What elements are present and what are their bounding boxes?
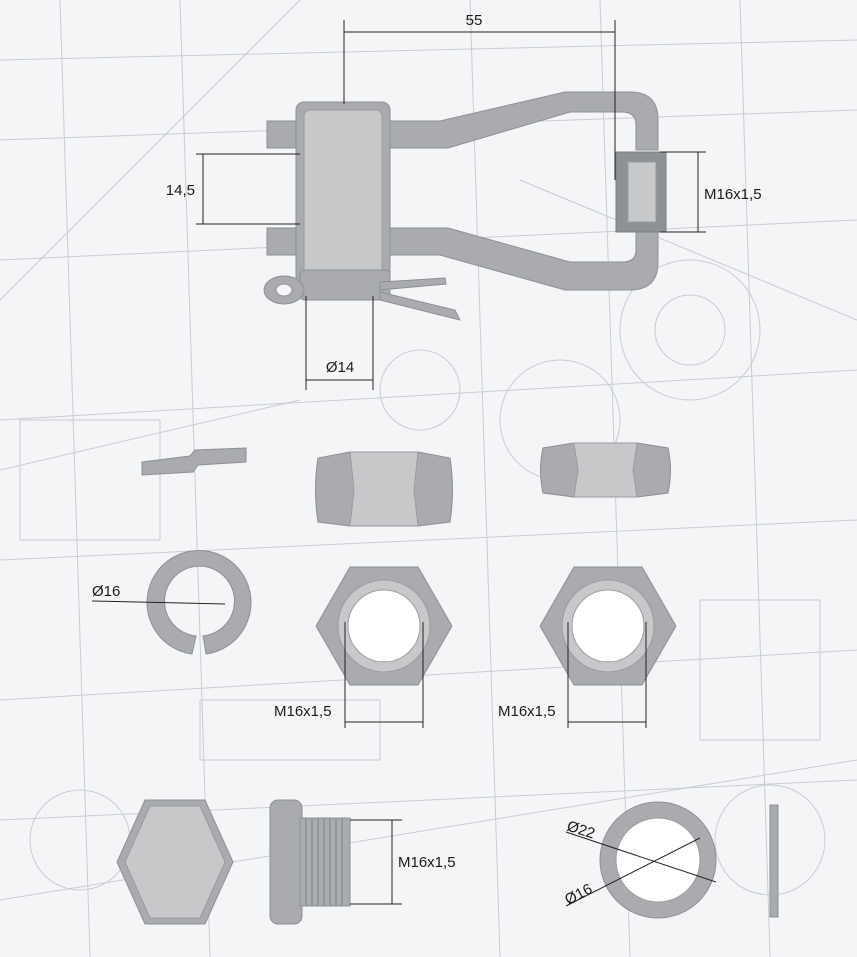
dim-label-nut2-thread: M16x1,5 — [498, 703, 556, 720]
hex-coupling-long — [315, 451, 453, 527]
clevis-boss-face — [627, 161, 657, 223]
dimension-gap-14-5: 14,5 — [166, 153, 300, 225]
dimension-pin-diameter: Ø14 — [305, 296, 374, 390]
split-ring — [146, 550, 252, 655]
hex-nut-2 — [539, 566, 677, 686]
dim-label-washer-inner: Ø16 — [562, 881, 595, 909]
dimension-clevis-thread: M16x1,5 — [660, 151, 762, 233]
clevis-assembly — [263, 91, 667, 321]
dim-label-washer-outer: Ø22 — [565, 818, 597, 843]
dim-label-bolt-thread: M16x1,5 — [398, 854, 456, 871]
cotter-ring-hole — [275, 283, 293, 297]
dimension-length-55: 55 — [343, 12, 616, 180]
clevis-pin-collar — [299, 269, 391, 301]
hex-bolt-side — [269, 799, 351, 925]
dimension-bolt-thread: M16x1,5 — [350, 819, 456, 905]
dim-label-nut1-thread: M16x1,5 — [274, 703, 332, 720]
clevis-pin-highlight — [303, 109, 383, 291]
washer-side — [769, 804, 779, 918]
dim-label-55: 55 — [466, 12, 483, 29]
dim-label-pin-diameter: Ø14 — [326, 359, 354, 376]
dimension-nut1-thread: M16x1,5 — [274, 622, 424, 728]
split-pin-side — [141, 447, 247, 476]
cotter-leg — [379, 291, 461, 321]
dimension-nut2-thread: M16x1,5 — [498, 622, 647, 728]
dim-label-clevis-thread: M16x1,5 — [704, 186, 762, 203]
hex-nut-1 — [315, 566, 453, 686]
hex-bolt-head — [116, 799, 234, 925]
washer — [599, 801, 717, 919]
dim-label-ring-diameter: Ø16 — [92, 583, 120, 600]
dim-label-14-5: 14,5 — [166, 182, 195, 199]
hex-coupling-short — [540, 442, 671, 498]
dimension-ring-diameter: Ø16 — [91, 583, 226, 605]
cotter-leg-2 — [379, 277, 447, 291]
